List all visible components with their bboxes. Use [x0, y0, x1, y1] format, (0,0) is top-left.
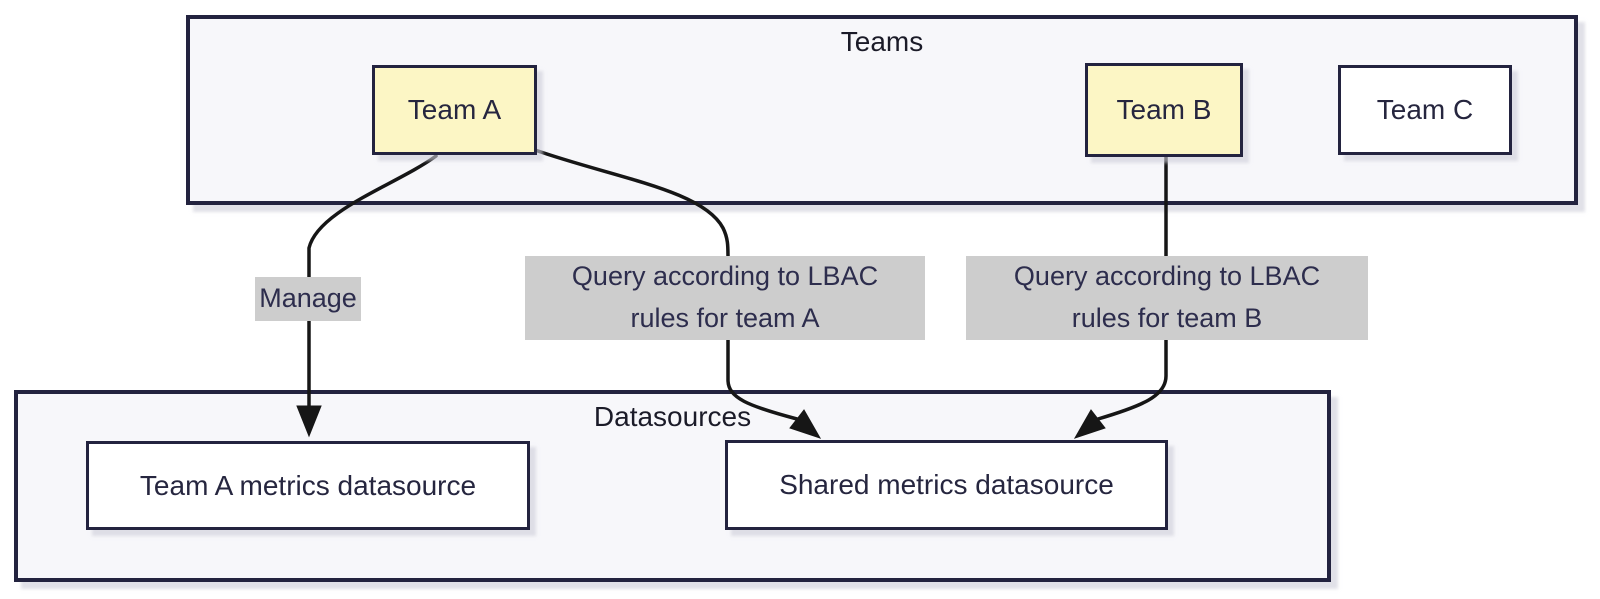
- node-shared-metrics-label: Shared metrics datasource: [779, 469, 1114, 500]
- edge-label-query-lbac-team-b: Query according to LBAC rules for team B: [966, 256, 1368, 340]
- edge-label-query-b-text: Query according to LBAC rules for team B: [1013, 261, 1321, 333]
- node-team-c-label: Team C: [1376, 94, 1474, 125]
- node-team-b-label: Team B: [1116, 94, 1212, 125]
- node-team-a: Team A: [372, 65, 537, 155]
- node-team-a-metrics-label: Team A metrics datasource: [139, 469, 477, 501]
- edge-label-query-a-text: Query according to LBAC rules for team A: [571, 261, 879, 333]
- datasources-container-title: Datasources: [593, 401, 752, 432]
- node-team-a-label: Team A: [407, 94, 502, 125]
- node-shared-metrics-datasource: Shared metrics datasource: [725, 440, 1168, 530]
- edge-label-manage-text: Manage: [259, 283, 357, 314]
- node-team-a-metrics-datasource: Team A metrics datasource: [86, 441, 530, 530]
- node-team-b: Team B: [1085, 63, 1243, 157]
- edge-label-query-lbac-team-a: Query according to LBAC rules for team A: [525, 256, 925, 340]
- node-team-c: Team C: [1338, 65, 1512, 155]
- edge-label-manage: Manage: [255, 277, 361, 321]
- teams-container-title: Teams: [840, 26, 924, 57]
